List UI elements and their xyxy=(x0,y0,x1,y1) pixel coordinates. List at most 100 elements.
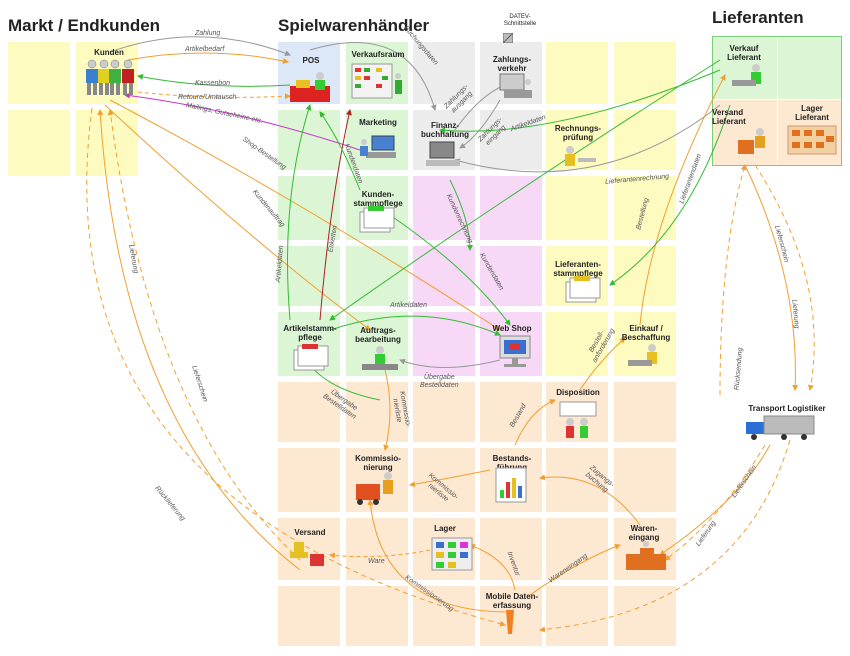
node-marketing: Marketing xyxy=(359,118,397,127)
node-webshop: Web Shop xyxy=(492,324,532,333)
node-lieferantenstammpflege: Lieferanten- stammpflege xyxy=(553,260,603,278)
order-processing-icon xyxy=(360,344,400,374)
cell-haendler-6-2 xyxy=(413,448,475,512)
arrow-bestellung xyxy=(639,74,726,326)
node-einkauf: Einkauf / Beschaffung xyxy=(621,324,671,342)
arrow-kommliste2 xyxy=(409,469,491,488)
arrow-artikeldaten4 xyxy=(329,59,721,321)
label-retoure: Retoure/Umtausch xyxy=(178,94,237,101)
arrow-zahlung xyxy=(109,36,291,56)
picking-cart-icon xyxy=(352,470,398,506)
node-finanzbuchhaltung: Finanz- buchhaltung xyxy=(421,121,469,139)
cell-haendler-5-3 xyxy=(480,382,542,442)
cell-haendler-2-5 xyxy=(614,176,676,240)
payment-computer-icon xyxy=(496,72,536,102)
stock-chart-icon xyxy=(494,466,530,504)
header-lieferanten: Lieferanten xyxy=(712,8,804,27)
arrow-lieferung1 xyxy=(107,109,301,561)
cash-register-icon xyxy=(288,68,332,104)
cell-haendler-3-1 xyxy=(346,246,408,306)
shop-shelf-icon xyxy=(350,62,406,102)
node-pos: POS xyxy=(302,56,320,65)
arrow-kundendaten1 xyxy=(319,111,361,191)
goods-receipt-icon xyxy=(624,540,668,574)
cell-haendler-8-5 xyxy=(614,586,676,646)
arrow-shopbestellung xyxy=(109,99,501,331)
arrow-wareneingang xyxy=(529,543,621,596)
cell-haendler-8-1 xyxy=(346,586,408,646)
arrow-lieferung3 xyxy=(664,444,766,561)
node-lager: Lager xyxy=(434,524,456,533)
cell-haendler-7-0 xyxy=(278,518,340,580)
invoice-check-icon xyxy=(560,144,600,174)
accounting-computer-icon xyxy=(424,140,464,170)
arrow-kassenbon xyxy=(137,74,291,87)
arrow-zahlungseingang xyxy=(459,99,501,149)
arrow-kundenauftrag xyxy=(104,104,371,331)
label-zahlung: Zahlung xyxy=(195,30,221,37)
supplier-shipping-icon xyxy=(736,126,772,156)
header-markt: Markt / Endkunden xyxy=(8,16,161,35)
arrow-buchungsdaten xyxy=(309,42,437,111)
node-kundenstammpflege: Kunden- stammpflege xyxy=(353,190,403,208)
cell-lieferanten-frame xyxy=(712,36,842,166)
cell-haendler-0-4 xyxy=(546,42,608,104)
supplier-records-icon xyxy=(564,276,602,306)
cell-markt-1 xyxy=(8,42,70,104)
datev-interface-icon xyxy=(502,30,514,44)
node-zahlungsverkehr: Zahlungs- verkehr xyxy=(492,55,532,73)
cell-haendler-7-3 xyxy=(480,518,542,580)
node-kommissionierung: Kommissio- nierung xyxy=(355,454,401,472)
cell-haendler-8-0 xyxy=(278,586,340,646)
label-artikeldaten3: Artikeldaten xyxy=(390,302,427,309)
arrow-ware xyxy=(329,549,431,559)
cell-haendler-5-0 xyxy=(278,382,340,442)
label-artikelbedarf: Artikelbedarf xyxy=(185,46,225,53)
cell-haendler-2-3 xyxy=(480,176,542,240)
arrow-lieferantendaten xyxy=(609,104,731,286)
mobile-scanner-icon xyxy=(504,608,516,636)
cell-haendler-6-5 xyxy=(614,448,676,512)
cell-haendler-8-4 xyxy=(546,586,608,646)
label-kassenbon: Kassenbon xyxy=(195,80,231,87)
supplier-sales-icon xyxy=(730,62,770,92)
cell-haendler-1-3 xyxy=(480,110,542,170)
cell-haendler-0-5 xyxy=(614,42,676,104)
cell-haendler-7-4 xyxy=(546,518,608,580)
cell-haendler-6-0 xyxy=(278,448,340,512)
arrow-artikeldaten3 xyxy=(329,315,501,336)
cell-lief-3 xyxy=(713,100,777,165)
arrow-lieferschein3 xyxy=(659,444,771,556)
arrow-artikeldaten1 xyxy=(287,104,312,321)
cell-haendler-2-2 xyxy=(413,176,475,240)
arrow-ruecklieferung1 xyxy=(86,107,506,627)
customer-records-icon xyxy=(358,206,398,236)
cell-lief-1 xyxy=(713,37,777,99)
node-transport: Transport Logistiker xyxy=(748,404,826,413)
node-verkauf-lieferant: Verkauf Lieferant xyxy=(727,44,761,62)
arrow-ruecksendung xyxy=(719,164,747,396)
arrow-kommissionierung xyxy=(367,499,506,613)
arrow-kommliste1 xyxy=(383,369,391,451)
cell-haendler-1-4 xyxy=(546,110,608,170)
cell-haendler-4-4 xyxy=(546,312,608,376)
node-artikelstammpflege: Artikelstamm- pflege xyxy=(283,324,337,342)
cell-haendler-3-3 xyxy=(480,246,542,306)
webshop-computer-icon xyxy=(496,334,536,370)
cell-haendler-0-2 xyxy=(413,42,475,104)
node-rechnungspruefung: Rechnungs- prüfung xyxy=(554,124,602,142)
arrow-inventur xyxy=(469,543,516,591)
arrow-lieferschein2 xyxy=(744,164,799,391)
arrow-kundendaten2 xyxy=(389,214,511,326)
marketing-desk-icon xyxy=(356,134,400,164)
article-records-icon xyxy=(292,344,330,372)
node-kunden: Kunden xyxy=(94,48,124,57)
arrow-lieferantenrechnung xyxy=(454,104,721,173)
shipping-scale-icon xyxy=(288,540,328,570)
cell-markt-3 xyxy=(8,110,70,176)
arrow-artikelbedarf xyxy=(127,52,289,64)
node-disposition: Disposition xyxy=(556,388,600,397)
node-versand-lieferant: Versand Lieferant xyxy=(712,108,746,126)
node-lager-lieferant: Lager Lieferant xyxy=(795,104,829,122)
